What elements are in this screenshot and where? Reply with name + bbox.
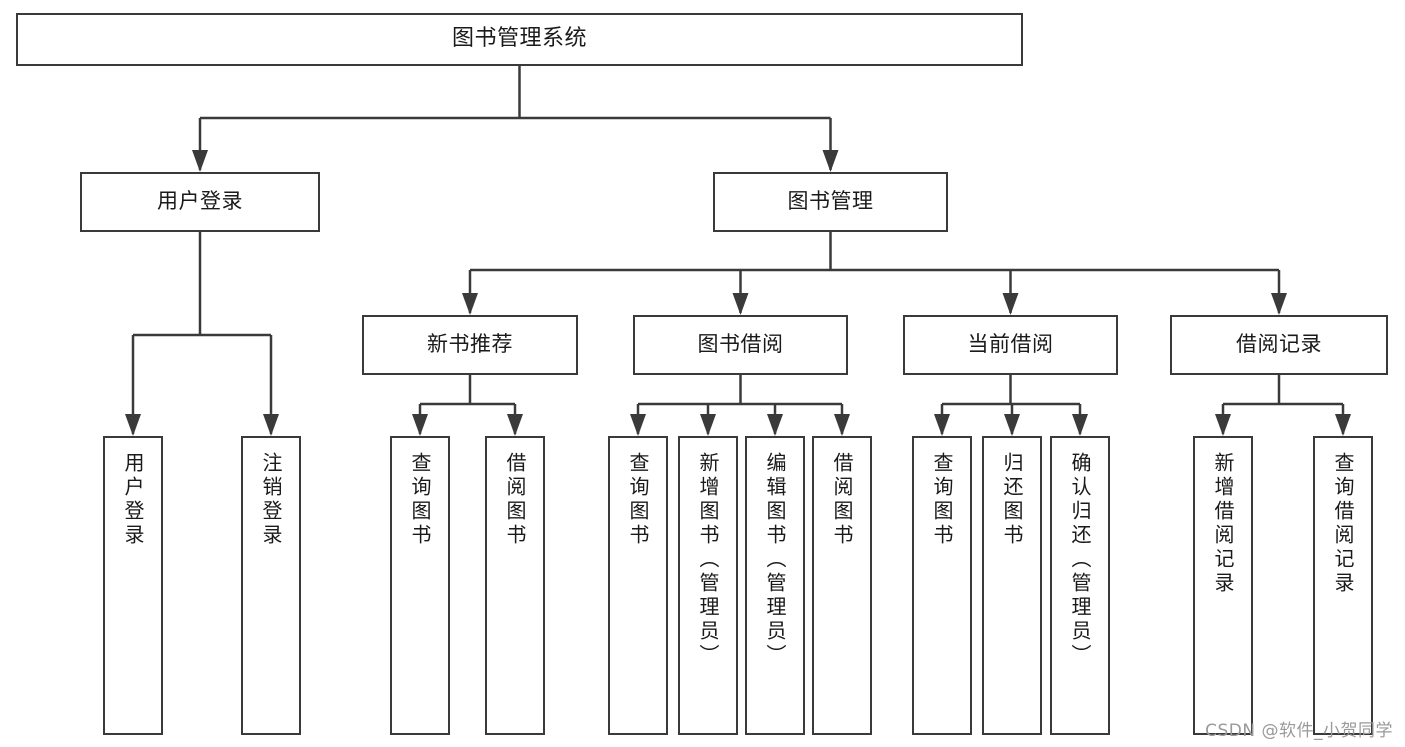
node-label: 确认归还（管理员） [1068,452,1092,668]
node-label: 归还图书 [1000,452,1024,548]
arrowhead-icon [834,414,850,436]
node-label: 编辑图书（管理员） [763,452,787,668]
node-label: 用户登录 [157,189,243,214]
arrowhead-icon [767,414,783,436]
node-label: 当前借阅 [967,332,1054,357]
arrowhead-icon [934,414,950,436]
node-cu-confirm[interactable]: 确认归还（管理员） [1050,436,1110,735]
node-label: 图书管理系统 [451,26,587,52]
arrowhead-icon [125,414,141,436]
node-cu-return[interactable]: 归还图书 [982,436,1042,735]
node-bw-query[interactable]: 查询图书 [608,436,668,735]
node-newbook[interactable]: 新书推荐 [362,315,578,375]
node-bw-borrow[interactable]: 借阅图书 [812,436,872,735]
node-label: 注销登录 [259,452,283,548]
arrowhead-icon [1002,293,1019,315]
node-cu-query[interactable]: 查询图书 [912,436,972,735]
node-bw-edit[interactable]: 编辑图书（管理员） [745,436,805,735]
node-label: 查询图书 [930,452,954,548]
node-rc-add[interactable]: 新增借阅记录 [1193,436,1253,735]
arrowhead-icon [630,414,646,436]
arrowhead-icon [192,150,208,172]
node-label: 用户登录 [121,452,145,548]
node-rc-query[interactable]: 查询借阅记录 [1313,436,1373,735]
node-login[interactable]: 用户登录 [80,172,320,232]
arrowhead-icon [412,414,428,436]
arrowhead-icon [732,293,749,315]
arrowhead-icon [462,293,478,315]
node-nb-query[interactable]: 查询图书 [390,436,450,735]
node-records[interactable]: 借阅记录 [1170,315,1388,375]
arrowhead-icon [1335,414,1351,436]
node-root[interactable]: 图书管理系统 [16,13,1023,66]
node-label: 借阅记录 [1236,332,1322,357]
arrowhead-icon [700,414,716,436]
arrowhead-icon [1004,414,1020,436]
node-login-in[interactable]: 用户登录 [103,436,163,735]
node-bookmgmt[interactable]: 图书管理 [713,172,948,232]
node-label: 借阅图书 [830,452,854,548]
arrowhead-icon [1271,293,1287,315]
node-label: 图书借阅 [697,332,784,357]
node-label: 借阅图书 [503,452,527,548]
node-label: 查询图书 [408,452,432,548]
node-label: 新增图书（管理员） [696,452,720,668]
node-bw-add[interactable]: 新增图书（管理员） [678,436,738,735]
node-borrow[interactable]: 图书借阅 [633,315,848,375]
node-current[interactable]: 当前借阅 [903,315,1118,375]
arrowhead-icon [822,150,839,172]
node-label: 新增借阅记录 [1211,452,1235,596]
arrowhead-icon [1215,414,1231,436]
node-nb-borrow[interactable]: 借阅图书 [485,436,545,735]
arrowhead-icon [263,414,279,436]
node-label: 查询图书 [626,452,650,548]
arrowhead-icon [1072,414,1088,436]
arrowhead-icon [507,414,523,436]
node-label: 图书管理 [787,189,874,214]
node-login-out[interactable]: 注销登录 [241,436,301,735]
node-label: 新书推荐 [427,332,513,357]
node-label: 查询借阅记录 [1331,452,1355,596]
